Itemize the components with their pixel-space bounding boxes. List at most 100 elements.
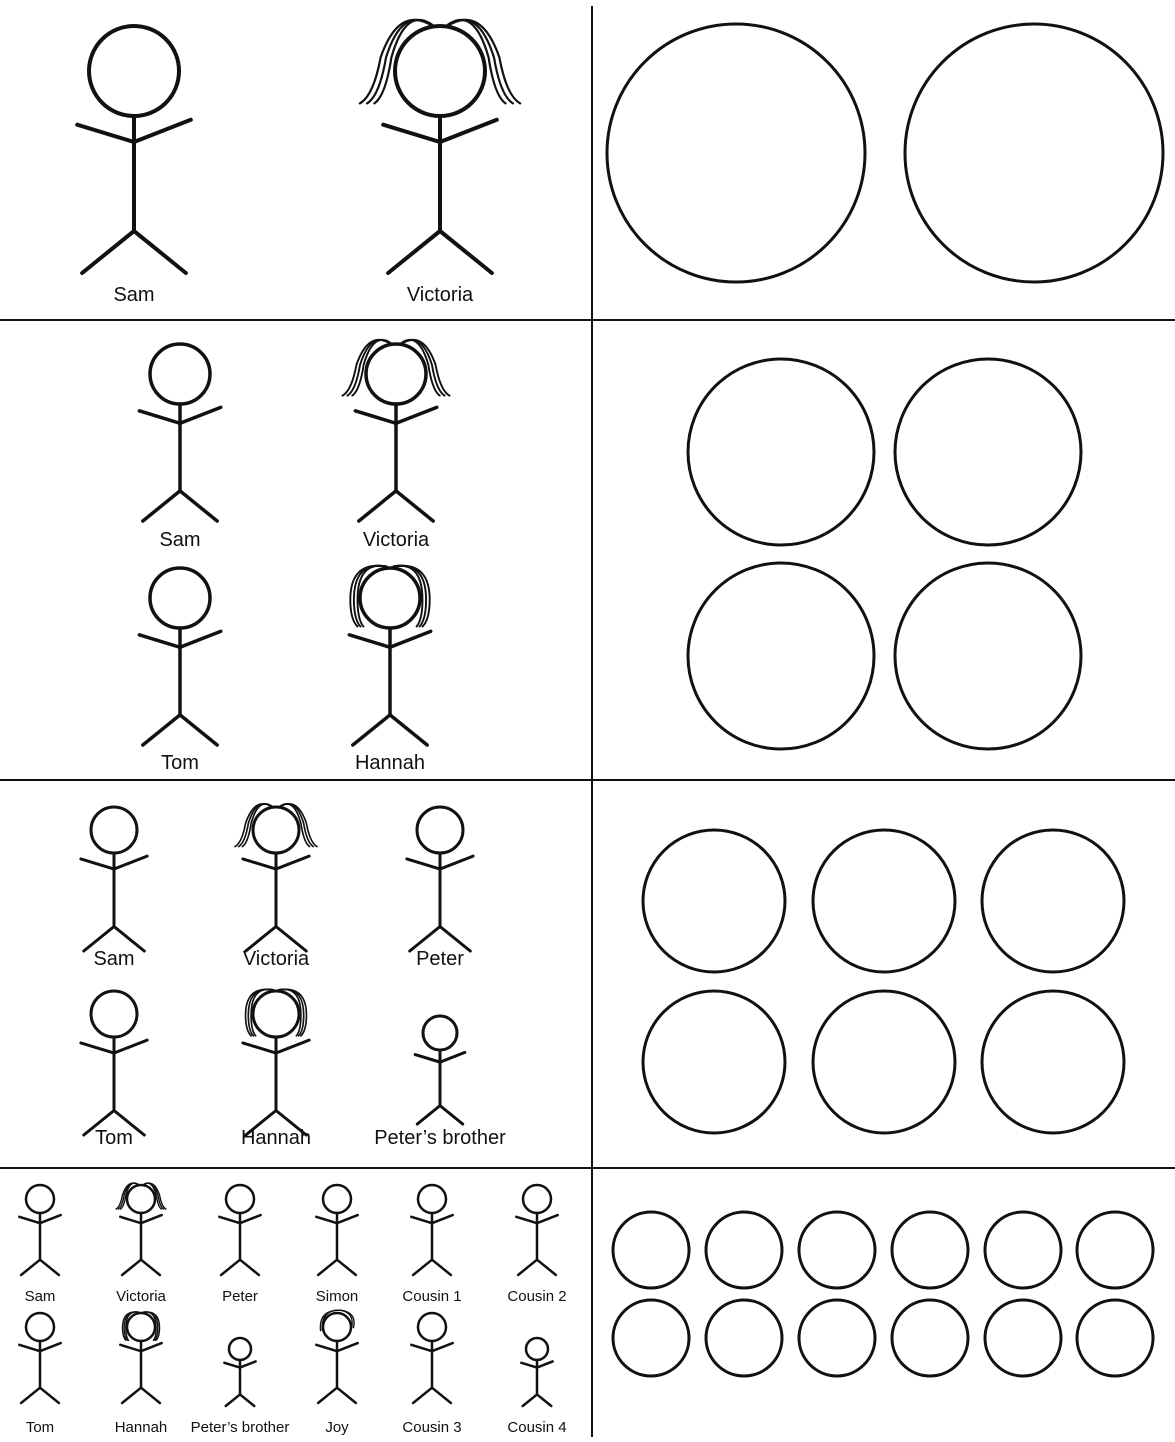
head — [226, 1185, 254, 1213]
figure-joy: Joy — [316, 1310, 357, 1436]
share-circle — [613, 1212, 689, 1288]
person-label: Cousin 3 — [402, 1419, 461, 1436]
share-circle — [892, 1212, 968, 1288]
figure-tom: Tom — [81, 991, 147, 1149]
share-circle — [813, 830, 955, 972]
head — [418, 1313, 446, 1341]
person-label: Peter — [416, 948, 464, 970]
head — [229, 1338, 251, 1360]
person-label: Victoria — [116, 1288, 166, 1305]
head — [26, 1185, 54, 1213]
head — [91, 991, 137, 1037]
row-1-circles — [607, 24, 1163, 282]
person-label: Tom — [161, 752, 199, 774]
share-circle — [982, 830, 1124, 972]
person-label: Sam — [25, 1288, 56, 1305]
head — [127, 1313, 155, 1341]
figure-victoria: Victoria — [116, 1183, 166, 1305]
head — [89, 26, 179, 116]
person-label: Tom — [95, 1127, 133, 1149]
figure-victoria: Victoria — [360, 20, 520, 306]
head — [523, 1185, 551, 1213]
figure-peter-s-brother: Peter’s brother — [374, 1016, 506, 1149]
legs — [523, 1394, 552, 1406]
person-label: Sam — [113, 284, 154, 306]
figure-simon: Simon — [316, 1185, 359, 1305]
figure-sam: Sam — [81, 807, 147, 970]
person-label: Hannah — [355, 752, 425, 774]
person-label: Cousin 2 — [507, 1288, 566, 1305]
share-circle — [895, 359, 1081, 545]
figure-peter: Peter — [219, 1185, 260, 1305]
legs — [82, 231, 186, 273]
person-label: Peter’s brother — [191, 1419, 290, 1436]
head — [26, 1313, 54, 1341]
head — [417, 807, 463, 853]
figure-tom: Tom — [139, 568, 220, 774]
row-3-circles — [643, 830, 1124, 1133]
figure-peter: Peter — [407, 807, 473, 970]
person-label: Sam — [93, 948, 134, 970]
figure-sam: Sam — [19, 1185, 60, 1305]
share-circle — [905, 24, 1163, 282]
share-circle — [643, 991, 785, 1133]
head — [323, 1313, 351, 1341]
figure-peter-s-brother: Peter’s brother — [191, 1338, 290, 1436]
figure-cousin-2: Cousin 2 — [507, 1185, 566, 1305]
share-circle — [643, 830, 785, 972]
share-circle — [613, 1300, 689, 1376]
person-label: Joy — [325, 1419, 349, 1436]
head — [323, 1185, 351, 1213]
person-label: Peter — [222, 1288, 258, 1305]
legs — [388, 231, 492, 273]
head — [150, 568, 210, 628]
person-label: Sam — [159, 529, 200, 551]
share-circle — [985, 1300, 1061, 1376]
circles-area — [607, 24, 1163, 1376]
head — [366, 344, 426, 404]
person-label: Hannah — [115, 1419, 168, 1436]
row-1-people: Sam Victoria — [77, 20, 520, 306]
person-label: Cousin 4 — [507, 1419, 566, 1436]
person-label: Victoria — [407, 284, 474, 306]
share-circle — [895, 563, 1081, 749]
head — [395, 26, 485, 116]
person-label: Peter’s brother — [374, 1127, 506, 1149]
legs — [318, 1260, 356, 1275]
figure-sam: Sam — [139, 344, 220, 551]
legs — [226, 1394, 255, 1406]
legs — [417, 1106, 462, 1124]
share-circle — [813, 991, 955, 1133]
head — [418, 1185, 446, 1213]
figure-victoria: Victoria — [235, 804, 317, 970]
row-2-circles — [688, 359, 1081, 749]
share-circle — [688, 359, 874, 545]
legs — [122, 1260, 160, 1275]
head — [91, 807, 137, 853]
share-circle — [799, 1212, 875, 1288]
figure-tom: Tom — [19, 1313, 60, 1436]
head — [360, 568, 420, 628]
person-label: Simon — [316, 1288, 359, 1305]
person-label: Hannah — [241, 1127, 311, 1149]
legs — [353, 715, 427, 745]
share-circle — [706, 1300, 782, 1376]
legs — [122, 1388, 160, 1403]
figure-victoria: Victoria — [343, 340, 450, 551]
legs — [413, 1260, 451, 1275]
person-label: Tom — [26, 1419, 54, 1436]
legs — [221, 1260, 259, 1275]
figure-hannah: Hannah — [349, 566, 430, 774]
share-circle — [1077, 1300, 1153, 1376]
person-label: Victoria — [243, 948, 310, 970]
legs — [143, 491, 217, 521]
figure-sam: Sam — [77, 26, 191, 306]
legs — [518, 1260, 556, 1275]
legs — [318, 1388, 356, 1403]
figure-hannah: Hannah — [115, 1312, 168, 1436]
